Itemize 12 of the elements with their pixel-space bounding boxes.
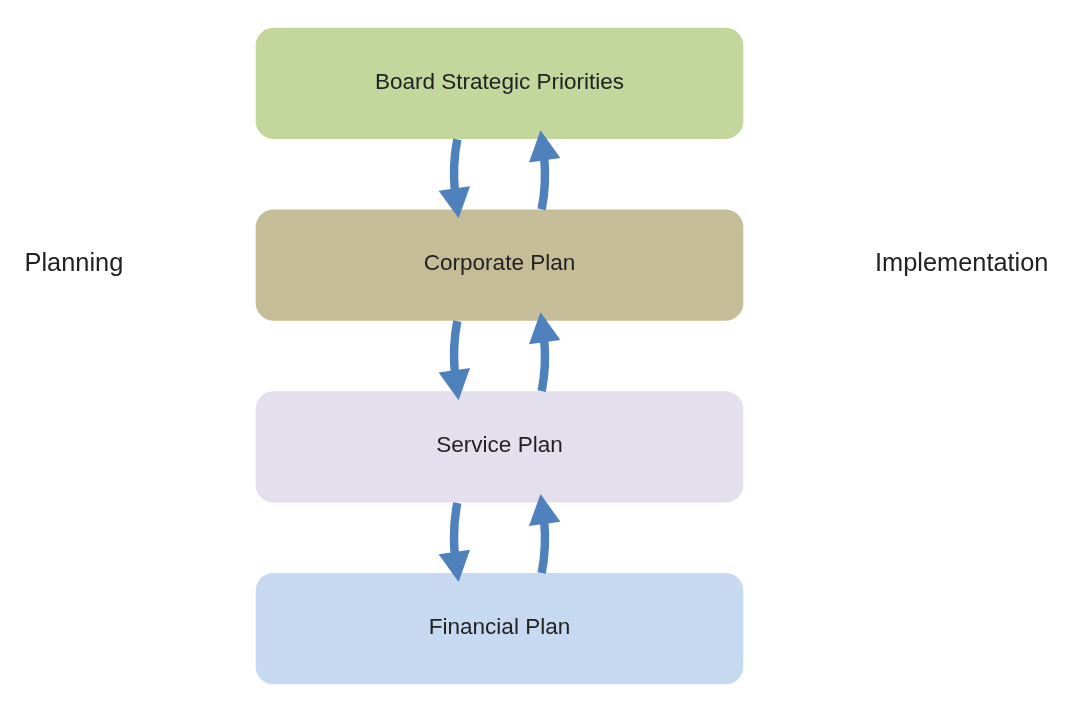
arrow: [438, 138, 471, 218]
label: Planning: [24, 247, 124, 276]
node-box: Board Strategic Priorities: [255, 27, 744, 139]
node-box: Financial Plan: [255, 572, 744, 684]
arrow: [438, 319, 471, 400]
label: Implementation: [875, 247, 1049, 276]
arrow: [438, 501, 471, 582]
node-box: Service Plan: [255, 390, 744, 503]
arrow: [528, 493, 561, 574]
arrow: [528, 311, 561, 392]
node-box: Corporate Plan: [255, 208, 744, 321]
arrow: [528, 129, 561, 210]
